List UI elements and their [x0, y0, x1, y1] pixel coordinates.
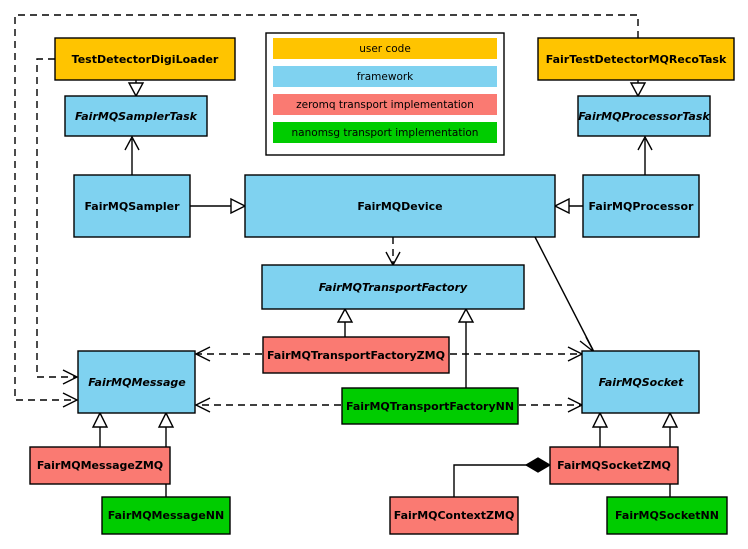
node-box — [581, 350, 700, 414]
edge-recotask-processortask — [629, 80, 647, 98]
edge-tfnn-message — [194, 397, 341, 413]
node-label: FairMQSampler — [84, 200, 180, 213]
node-box — [606, 496, 728, 535]
node-fairmqtransportfactoryzmq[interactable]: FairMQTransportFactoryZMQ — [262, 336, 450, 374]
node-fairtestdetectormqrecotask[interactable]: FairTestDetectorMQRecoTask — [537, 37, 735, 81]
node-label: FairTestDetectorMQRecoTask — [546, 53, 727, 66]
node-box — [537, 37, 735, 81]
legend-swatch — [273, 66, 497, 87]
edge-digiloader-message — [36, 58, 79, 385]
node-label: FairMQSocketNN — [615, 509, 719, 522]
node-fairmqsocket[interactable]: FairMQSocket — [581, 350, 700, 414]
node-box — [29, 446, 171, 485]
node-label: FairMQContextZMQ — [394, 509, 515, 522]
edge-tfnn-socket — [519, 397, 584, 413]
node-box — [64, 95, 208, 137]
edge-digiloader-samplertask — [127, 80, 145, 98]
node-box — [244, 174, 556, 238]
node-box — [549, 446, 679, 485]
node-box — [73, 174, 191, 238]
legend-item-nanomsg: nanomsg transport implementation — [273, 122, 497, 143]
edge-recotask-message — [14, 14, 639, 408]
edge-device-socket — [534, 236, 595, 353]
node-box — [77, 350, 196, 414]
node-fairmqtransportfactory[interactable]: FairMQTransportFactory — [261, 264, 525, 310]
node-label: FairMQSocketZMQ — [557, 459, 671, 472]
node-label: FairMQMessageNN — [108, 509, 224, 522]
node-fairmqcontextzmq[interactable]: FairMQContextZMQ — [389, 496, 519, 535]
node-box — [582, 174, 700, 238]
node-fairmqdevice[interactable]: FairMQDevice — [244, 174, 556, 238]
node-label: FairMQProcessorTask — [578, 110, 710, 123]
node-label: FairMQTransportFactoryNN — [346, 400, 514, 413]
legend-swatch — [273, 122, 497, 143]
legend-item-zeromq: zeromq transport implementation — [273, 94, 497, 115]
node-fairmqsampler[interactable]: FairMQSampler — [73, 174, 191, 238]
node-testdetectordigiloader[interactable]: TestDetectorDigiLoader — [54, 37, 236, 81]
node-label: FairMQSamplerTask — [75, 110, 198, 123]
node-box — [262, 336, 450, 374]
node-label: FairMQMessage — [88, 376, 186, 389]
legend-label: framework — [357, 71, 414, 83]
node-fairmqmessage[interactable]: FairMQMessage — [77, 350, 196, 414]
legend-item-framework: framework — [273, 66, 497, 87]
node-label: FairMQDevice — [357, 200, 442, 213]
node-box — [577, 95, 711, 137]
edge-processor-device — [553, 197, 583, 215]
node-label: FairMQSocket — [599, 376, 685, 389]
edge-tfzmq-message — [194, 346, 262, 362]
node-label: FairMQTransportFactory — [319, 281, 468, 294]
edge-sampler-device — [190, 197, 247, 215]
legend-item-user-code: user code — [273, 38, 497, 59]
node-fairmqprocessor[interactable]: FairMQProcessor — [582, 174, 700, 238]
node-label: FairMQTransportFactoryZMQ — [267, 349, 445, 362]
node-label: FairMQMessageZMQ — [37, 459, 163, 472]
edge-messagezmq-message — [91, 411, 109, 447]
node-fairmqsocketnn[interactable]: FairMQSocketNN — [606, 496, 728, 535]
node-label: TestDetectorDigiLoader — [72, 53, 219, 66]
node-box — [54, 37, 236, 81]
edge-tfnn-transportfactory — [457, 307, 475, 388]
edge-contextzmq-socketzmq — [453, 457, 552, 497]
node-box — [101, 496, 231, 535]
node-fairmqprocessortask[interactable]: FairMQProcessorTask — [577, 95, 711, 137]
legend-panel: user code framework zeromq transport imp… — [265, 32, 505, 156]
node-fairmqmessagezmq[interactable]: FairMQMessageZMQ — [29, 446, 171, 485]
node-box — [261, 264, 525, 310]
node-box — [389, 496, 519, 535]
legend-label: user code — [359, 43, 411, 55]
node-fairmqsamplertask[interactable]: FairMQSamplerTask — [64, 95, 208, 137]
legend-swatch — [273, 94, 497, 115]
node-layer: TestDetectorDigiLoader FairTestDetectorM… — [29, 37, 735, 535]
edge-socketzmq-socket — [591, 411, 609, 447]
edge-device-transportfactory — [385, 237, 401, 267]
legend-label: nanomsg transport implementation — [292, 127, 479, 139]
edge-tfzmq-socket — [450, 346, 584, 362]
legend-label: zeromq transport implementation — [296, 99, 474, 111]
node-fairmqsocketzmq[interactable]: FairMQSocketZMQ — [549, 446, 679, 485]
edge-processor-processortask — [637, 135, 653, 175]
node-fairmqtransportfactorynn[interactable]: FairMQTransportFactoryNN — [341, 387, 519, 425]
node-fairmqmessagenn[interactable]: FairMQMessageNN — [101, 496, 231, 535]
edge-tfzmq-transportfactory — [336, 307, 354, 337]
node-box — [341, 387, 519, 425]
node-label: FairMQProcessor — [589, 200, 694, 213]
edge-sampler-samplertask — [124, 135, 140, 175]
legend-swatch — [273, 38, 497, 59]
